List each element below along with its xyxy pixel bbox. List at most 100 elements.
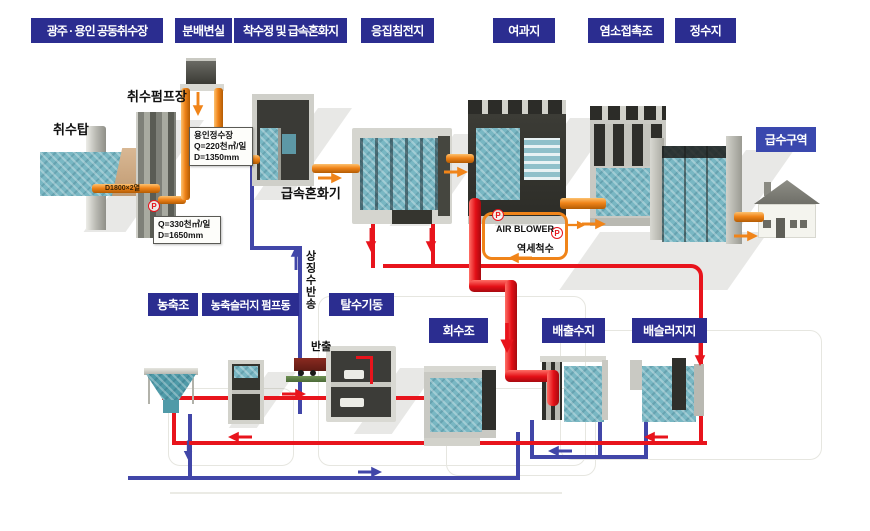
thickener-rim — [144, 368, 198, 375]
thickener-funnel — [146, 374, 196, 400]
process-label-dewatering: 탈수기동 — [329, 293, 394, 316]
ground-line — [170, 492, 562, 494]
clear-well — [650, 136, 744, 252]
pipe-dist-left — [181, 88, 190, 200]
yongin-spec-title: 용인정수장 — [194, 130, 234, 140]
tank-rim — [424, 366, 496, 374]
tank-water-small — [282, 134, 296, 154]
pump-icon: P — [551, 227, 563, 239]
dewatering-building — [326, 346, 398, 424]
pipe-dist-right — [214, 88, 223, 158]
equipment-box — [340, 398, 364, 407]
gwangju-spec-d: D=1650mm — [158, 230, 204, 241]
tank-hopper — [392, 210, 432, 224]
gwangju-spec-q: Q=330천㎥/일 — [158, 219, 211, 229]
tank-water — [430, 378, 482, 432]
tank-water — [596, 168, 658, 216]
tank-wall — [602, 360, 608, 420]
tank-wall — [726, 136, 742, 244]
flow-arrow-down-icon — [365, 228, 377, 252]
pipe-wall-link — [158, 196, 186, 204]
flow-arrow-right-icon — [444, 166, 468, 178]
pipe-blue-collector — [530, 455, 648, 459]
process-label-thickener: 농축조 — [148, 293, 198, 316]
flow-arrow-right-icon — [318, 172, 342, 184]
pipe-blue-bottom-main — [128, 476, 520, 480]
pipe-backwash-d — [505, 370, 559, 382]
tank-column-dark — [672, 358, 686, 410]
flow-arrow-right-icon — [582, 218, 606, 230]
yongin-spec-d: D=1350mm — [194, 152, 240, 163]
supernatant-return-label: 상징수반송 — [304, 250, 316, 310]
tank-ribs — [662, 146, 728, 242]
supply-house — [750, 180, 826, 240]
pipe-sed-out — [446, 154, 474, 163]
carry-out-label: 반출 — [311, 341, 332, 353]
distribution-box — [186, 58, 216, 84]
process-label-clearwell: 정수지 — [675, 18, 736, 43]
pipe-intake: D1800×2열 — [92, 184, 160, 193]
tank-wall — [278, 128, 281, 180]
house-window — [800, 220, 807, 228]
filter-media — [524, 138, 560, 180]
pipe-supernatant-v2 — [298, 246, 302, 414]
tank-column — [482, 370, 496, 430]
process-label-sludge-pump: 농축슬러지 펌프동 — [202, 293, 299, 316]
tank-baffles — [360, 138, 442, 210]
intake-pump-label: 취수펌프장 — [127, 89, 187, 104]
gwangju-spec-box: Q=330천㎥/일 D=1650mm — [153, 216, 221, 245]
process-label-chlorine: 염소접촉조 — [588, 18, 664, 43]
house-window — [763, 220, 771, 228]
truck-bed — [294, 358, 334, 371]
pump-icon: P — [492, 209, 504, 221]
pump-icon: P — [148, 200, 160, 212]
internal-red-pipe — [370, 356, 373, 384]
tank-column — [630, 360, 642, 390]
process-label-distribution: 분배변실 — [175, 18, 232, 43]
process-label-filtration: 여과지 — [493, 18, 555, 43]
backwash-label: 역세척수 — [517, 244, 554, 255]
rapid-mixer-label: 급속혼화기 — [281, 186, 341, 201]
tank-base — [424, 438, 480, 446]
building-window — [234, 366, 258, 378]
truck-wheel — [298, 370, 304, 376]
air-blower-label: AIR BLOWER — [496, 224, 554, 234]
tank-water — [564, 366, 604, 422]
tank-column — [650, 138, 664, 240]
process-label-sludge-basin: 배슬러지지 — [632, 318, 707, 343]
thickener — [144, 364, 204, 416]
process-label-mixing: 착수정 및 급속혼화지 — [234, 18, 347, 43]
pipe-blue-discharge-drop — [598, 400, 602, 458]
flow-arrow-right-icon — [734, 230, 758, 242]
pipe-blue-riser — [516, 432, 520, 480]
truck-wheel — [310, 370, 316, 376]
pipe-filter-out — [560, 198, 606, 209]
truck-ground — [286, 376, 360, 382]
pipe-supernatant-v1 — [250, 148, 254, 248]
tank-water — [642, 366, 696, 422]
tank-sill — [590, 218, 666, 226]
house-chimney — [764, 182, 771, 196]
pipe-supply-out — [734, 212, 764, 222]
process-label-intake: 광주 · 용인 공동취수장 — [31, 18, 163, 43]
tank-roof — [468, 100, 566, 116]
sludge-pump-building — [228, 360, 266, 426]
tank-water — [476, 128, 520, 200]
flow-arrow-right-icon — [358, 466, 382, 478]
pipe-backwash-a — [469, 198, 481, 290]
recovery-tank — [424, 362, 506, 446]
internal-red-pipe — [356, 356, 373, 359]
tank-sill — [468, 216, 566, 224]
tank-column — [438, 136, 450, 216]
pipe-backwash-c — [505, 280, 517, 380]
flow-arrow-down-icon — [425, 228, 437, 252]
process-label-supply-zone: 급수구역 — [756, 127, 816, 152]
process-label-discharge: 배출수지 — [542, 318, 605, 343]
thickener-leg — [148, 374, 150, 404]
thickener-stem — [163, 400, 179, 413]
yongin-spec-box: 용인정수장 Q=220천㎥/일 D=1350mm — [189, 127, 253, 167]
distribution-chamber — [178, 58, 268, 208]
distribution-platform — [180, 84, 224, 91]
house-door — [776, 218, 785, 238]
